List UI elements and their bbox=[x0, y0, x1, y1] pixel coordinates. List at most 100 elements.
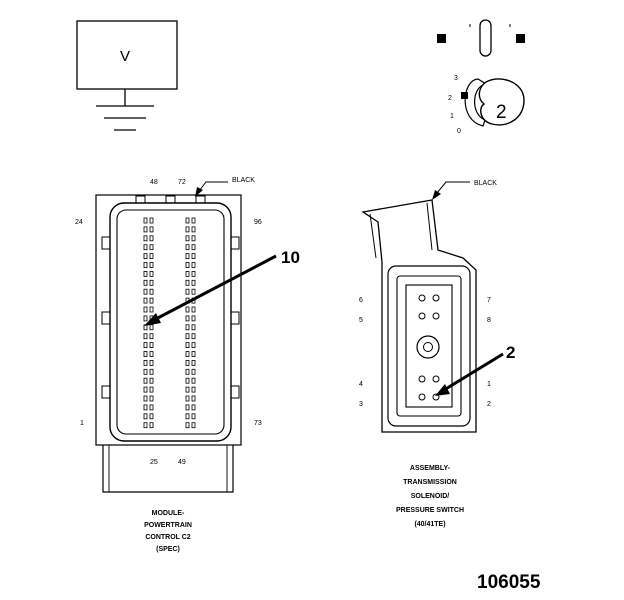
pcm-pin-cavity bbox=[185, 324, 190, 331]
pcm-pin-cavity bbox=[191, 324, 196, 331]
test-light-callout: 2 bbox=[496, 102, 507, 123]
pcm-pin-cavity bbox=[149, 297, 154, 304]
pcm-pin-cavity bbox=[185, 377, 190, 384]
pcm-pin-cavity bbox=[149, 279, 154, 286]
pcm-pin-cavity bbox=[185, 386, 190, 393]
selector-body bbox=[464, 78, 488, 127]
pcm-pin-cavity bbox=[143, 386, 148, 393]
pcm-pin-cavity bbox=[185, 315, 190, 322]
pcm-caption-line-2: POWERTRAIN bbox=[144, 522, 192, 529]
pcm-pin-cavity bbox=[191, 386, 196, 393]
solenoid-cavity-block bbox=[405, 284, 453, 408]
pcm-pin-cavity bbox=[185, 288, 190, 295]
pcm-pin-cavity bbox=[149, 226, 154, 233]
pcm-pin-cavity bbox=[191, 226, 196, 233]
pcm-callout-arrow bbox=[153, 254, 277, 322]
pcm-pin-cavity bbox=[149, 244, 154, 251]
solenoid-pin-1: 1 bbox=[487, 381, 491, 388]
pcm-pin-cavity bbox=[149, 288, 154, 295]
pcm-pin-cavity bbox=[143, 288, 148, 295]
pcm-pin-cavity bbox=[143, 270, 148, 277]
solenoid-color-label: BLACK bbox=[474, 180, 497, 187]
solenoid-callout-arrowhead bbox=[435, 384, 450, 396]
solenoid-color-leader-arrow bbox=[432, 190, 441, 200]
pcm-pin-cavity bbox=[185, 359, 190, 366]
pcm-pin-cavity bbox=[191, 270, 196, 277]
solenoid-pin-3: 3 bbox=[359, 401, 363, 408]
pcm-pin-cavity bbox=[185, 422, 190, 429]
pcm-pin-cavity bbox=[143, 217, 148, 224]
pcm-pin-cavity bbox=[143, 262, 148, 268]
pcm-connector bbox=[95, 194, 242, 493]
pcm-pin-cavity bbox=[185, 342, 190, 349]
pcm-pin-cavity bbox=[149, 342, 154, 349]
selector-position-3: 3 bbox=[454, 75, 458, 82]
solenoid-callout-arrow bbox=[443, 352, 504, 392]
pcm-pin-72: 72 bbox=[178, 179, 186, 186]
pcm-pin-cavity bbox=[191, 342, 196, 349]
pcm-pin-cavity bbox=[149, 377, 154, 384]
pcm-callout: 10 bbox=[281, 248, 300, 267]
pcm-pin-cavity bbox=[149, 413, 154, 420]
solenoid-pin-cavity bbox=[432, 375, 440, 383]
pcm-pin-cavity bbox=[143, 404, 148, 411]
solenoid-pin-cavities bbox=[418, 294, 440, 401]
pcm-pin-cavity bbox=[185, 306, 190, 313]
pcm-pin-cavity bbox=[149, 359, 154, 366]
pcm-pin-cavity bbox=[143, 351, 148, 357]
pcm-pin-cavity bbox=[143, 297, 148, 304]
pcm-pin-cavity bbox=[143, 368, 148, 375]
solenoid-callout: 2 bbox=[506, 343, 515, 362]
pcm-pin-cavity bbox=[143, 306, 148, 313]
solenoid-center-post bbox=[416, 335, 440, 359]
pcm-pin-cavity bbox=[185, 404, 190, 411]
pcm-caption-line-3: CONTROL C2 bbox=[145, 534, 190, 541]
pcm-caption-line-1: MODULE- bbox=[152, 510, 185, 517]
solenoid-caption-line-2: TRANSMISSION bbox=[403, 479, 457, 486]
pcm-pin-96: 96 bbox=[254, 219, 262, 226]
pcm-pin-cavity bbox=[149, 306, 154, 313]
pcm-pin-25: 25 bbox=[150, 459, 158, 466]
solenoid-pin-4: 4 bbox=[359, 381, 363, 388]
voltmeter-label: V bbox=[120, 48, 130, 65]
terminal-square-left bbox=[437, 34, 446, 43]
pcm-pin-cavity bbox=[143, 359, 148, 366]
pcm-pin-cavity bbox=[143, 315, 148, 322]
solenoid-pin-2: 2 bbox=[487, 401, 491, 408]
pcm-caption-line-4: (SPEC) bbox=[156, 546, 180, 553]
pcm-pin-73: 73 bbox=[254, 420, 262, 427]
solenoid-pin-cavity bbox=[418, 375, 426, 383]
solenoid-pin-cavity bbox=[432, 294, 440, 302]
terminal-slot bbox=[479, 19, 492, 57]
pcm-pin-cavity bbox=[191, 315, 196, 322]
pcm-pin-cavity bbox=[149, 386, 154, 393]
pcm-pin-cavity bbox=[149, 217, 154, 224]
pcm-pin-cavity bbox=[191, 333, 196, 340]
solenoid-caption-line-4: PRESSURE SWITCH bbox=[396, 507, 464, 514]
solenoid-pin-6: 6 bbox=[359, 297, 363, 304]
pcm-pin-cavity bbox=[143, 422, 148, 429]
pcm-pin-cavity bbox=[191, 235, 196, 242]
pcm-pin-cavity bbox=[143, 377, 148, 384]
pcm-connector-body bbox=[95, 194, 242, 446]
pcm-pin-cavity bbox=[149, 333, 154, 340]
pcm-pin-cavity bbox=[185, 270, 190, 277]
pcm-pin-cavity bbox=[191, 306, 196, 313]
selector-knob bbox=[478, 78, 525, 126]
solenoid-caption-line-5: (40/41TE) bbox=[414, 521, 445, 528]
pcm-pin-cavity bbox=[149, 395, 154, 402]
pcm-pin-cavity bbox=[143, 333, 148, 340]
pcm-pin-cavity bbox=[191, 288, 196, 295]
pcm-pin-cavity bbox=[149, 253, 154, 260]
solenoid-caption-line-3: SOLENOID/ bbox=[411, 493, 450, 500]
pcm-pin-cavity bbox=[191, 422, 196, 429]
pcm-connector-shroud-inner bbox=[116, 209, 225, 435]
pcm-pin-cavity bbox=[191, 377, 196, 384]
pcm-callout-arrowhead bbox=[144, 313, 161, 326]
pcm-pin-48: 48 bbox=[150, 179, 158, 186]
solenoid-caption-line-1: ASSEMBLY- bbox=[410, 465, 451, 472]
pcm-pin-cavity bbox=[149, 404, 154, 411]
pcm-pin-cavity bbox=[191, 262, 196, 268]
pcm-pin-grid bbox=[143, 217, 196, 429]
